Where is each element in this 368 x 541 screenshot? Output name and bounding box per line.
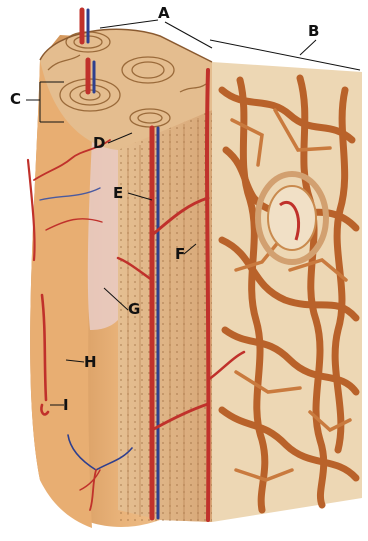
- label-f: F: [175, 247, 185, 262]
- label-b: B: [308, 24, 319, 39]
- label-c: C: [10, 92, 21, 107]
- label-a: A: [158, 6, 170, 21]
- label-e: E: [113, 186, 123, 201]
- label-g: G: [128, 302, 140, 317]
- label-i: I: [63, 398, 69, 413]
- label-d: D: [93, 136, 105, 151]
- label-h: H: [84, 355, 97, 370]
- spongy-bone: [212, 62, 362, 522]
